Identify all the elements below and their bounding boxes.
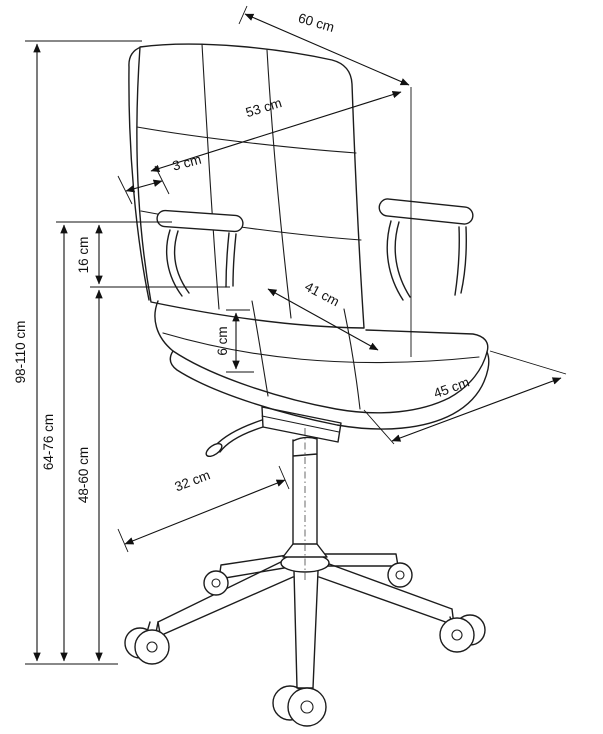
dimension-seat-depth: [363, 350, 567, 445]
dimension-seat-thickness: [226, 309, 254, 373]
ext-seat-front-edge: [363, 409, 395, 445]
caster-back-left-hub: [211, 578, 221, 588]
armrest-left-rear-tube-inner: [232, 233, 237, 287]
caster-left-wheel: [134, 629, 170, 665]
chair-drawing: [124, 43, 490, 727]
ext-backrest-back-face: [117, 175, 133, 205]
dimension-label-armrest-height: 64-76 cm: [41, 414, 56, 470]
lever-handle: [205, 442, 223, 458]
dimension-base-radius: [117, 465, 290, 553]
armrest-right-rear-tube-inner: [460, 226, 467, 294]
dimension-backrest-thickness: [117, 165, 170, 205]
chair-armrest-right: [378, 198, 474, 301]
dimension-label-seat-to-armrest: 16 cm: [76, 237, 91, 274]
armrest-right-front-tube: [386, 220, 404, 301]
caster-back-right-wheel: [387, 562, 413, 588]
backrest-back-edge: [128, 46, 150, 301]
mechanism-block: [261, 406, 342, 443]
adjustment-lever-bottom: [219, 426, 264, 453]
chair-gas-lift: [282, 428, 328, 580]
dimension-armrest-height: [56, 221, 172, 662]
dimension-label-seat-height: 48-60 cm: [76, 447, 91, 503]
caster-back-left: [203, 570, 229, 596]
chair-mechanism: [205, 406, 342, 458]
ext-base-right-tick: [278, 465, 290, 490]
caster-right: [439, 614, 486, 653]
base-leg-front: [293, 570, 319, 689]
dimension-label-seat-thickness: 6 cm: [215, 326, 230, 355]
mechanism-block-line: [261, 415, 340, 433]
caster-front: [272, 685, 327, 727]
caster-front-wheel: [287, 687, 327, 727]
chair-armrest-left: [156, 209, 244, 297]
armrest-left-front-tube: [165, 229, 183, 297]
gas-lift-cylinder: [292, 436, 318, 545]
armrest-right-rear-tube: [454, 226, 460, 296]
caster-left-hub: [146, 641, 158, 653]
base-leg-left: [154, 558, 294, 639]
armrest-left-front-tube-inner: [173, 230, 190, 294]
adjustment-lever-top: [214, 419, 263, 447]
caster-right-wheel: [439, 617, 475, 653]
seat-quilt-row: [162, 332, 480, 364]
dimension-backrest-diagonal: [150, 90, 402, 173]
dimension-seat-height: [90, 286, 230, 662]
caster-back-right-hub: [395, 570, 405, 580]
caster-back-right: [387, 562, 413, 588]
caster-left: [124, 621, 170, 665]
dim-line-base-radius: [124, 479, 286, 545]
dim-line-seat-depth: [391, 377, 562, 442]
seat-quilt-col-1: [251, 300, 269, 397]
ext-seat-rear-corner: [489, 350, 567, 375]
dimension-label-total-height: 98-110 cm: [13, 321, 28, 384]
dimension-top-width: [238, 5, 412, 357]
dimension-seat-width: [267, 288, 379, 351]
chair-backrest: [128, 43, 365, 329]
dim-line-backrest-thickness: [125, 179, 163, 193]
dimension-label-base-radius: 32 cm: [173, 467, 213, 494]
dim-line-top-width: [244, 13, 410, 86]
chair-casters: [124, 562, 486, 727]
base-leg-back-right: [321, 553, 399, 567]
backrest-outline: [136, 43, 365, 329]
dim-line-backrest-diagonal: [150, 90, 402, 173]
dimension-label-backrest-thickness: 3 cm: [171, 152, 203, 174]
caster-front-hub: [300, 700, 314, 714]
backrest-quilt-col-1: [201, 43, 220, 310]
seat-underside: [169, 350, 490, 430]
armrest-right-front-tube-inner: [394, 221, 411, 298]
ext-top-width-tick: [238, 5, 248, 25]
armrest-left-pad: [156, 209, 244, 233]
caster-back-left-wheel: [203, 570, 229, 596]
chair-seat: [154, 300, 490, 430]
base-leg-right: [318, 560, 455, 626]
dimension-lines: [25, 5, 567, 665]
dimension-total-height: [25, 40, 142, 665]
dimension-label-top-width: 60 cm: [297, 10, 336, 35]
ext-base-left-tick: [117, 528, 129, 553]
armrest-right-pad: [378, 198, 474, 225]
caster-right-hub: [451, 629, 463, 641]
armrest-left-rear-tube: [225, 232, 230, 288]
dim-line-seat-width: [267, 288, 379, 351]
